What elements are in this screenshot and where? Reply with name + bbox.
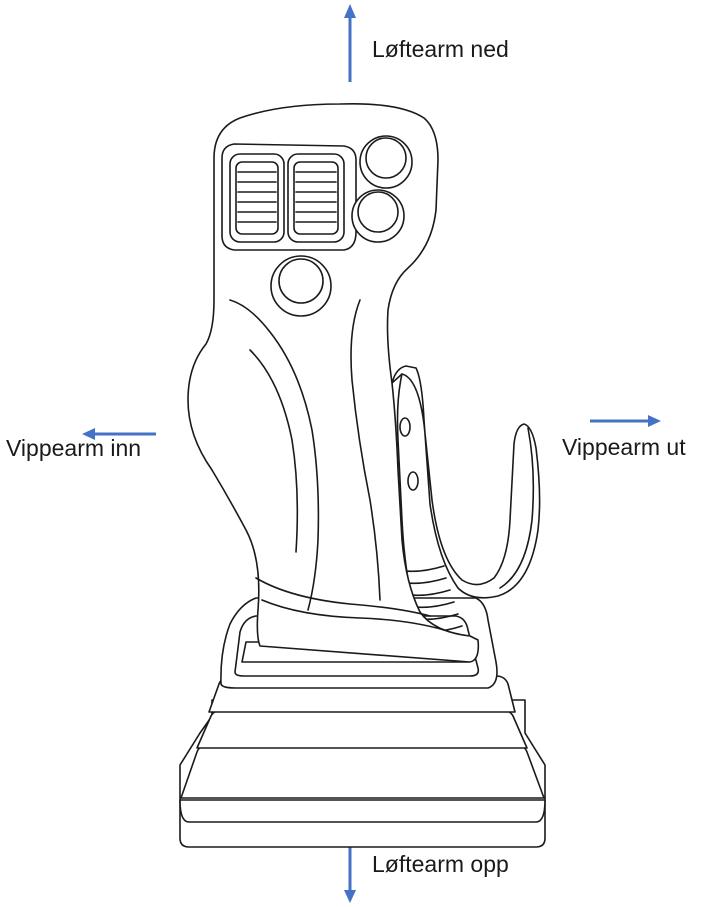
button-top [360, 136, 412, 188]
button-middle [352, 190, 404, 242]
label-lift-arm-down: Løftearm ned [372, 38, 509, 61]
joystick-base [180, 676, 545, 847]
roller-right [288, 154, 344, 242]
joystick-icon [180, 104, 545, 847]
joystick-trigger [392, 366, 540, 631]
roller-left [230, 154, 284, 242]
arrow-up-icon [344, 4, 356, 82]
label-tilt-arm-in: Vippearm inn [6, 437, 141, 460]
label-lift-arm-up: Løftearm opp [372, 853, 509, 876]
arrow-right-icon [590, 415, 661, 427]
button-bottom [271, 256, 331, 316]
label-tilt-arm-out: Vippearm ut [562, 436, 686, 459]
